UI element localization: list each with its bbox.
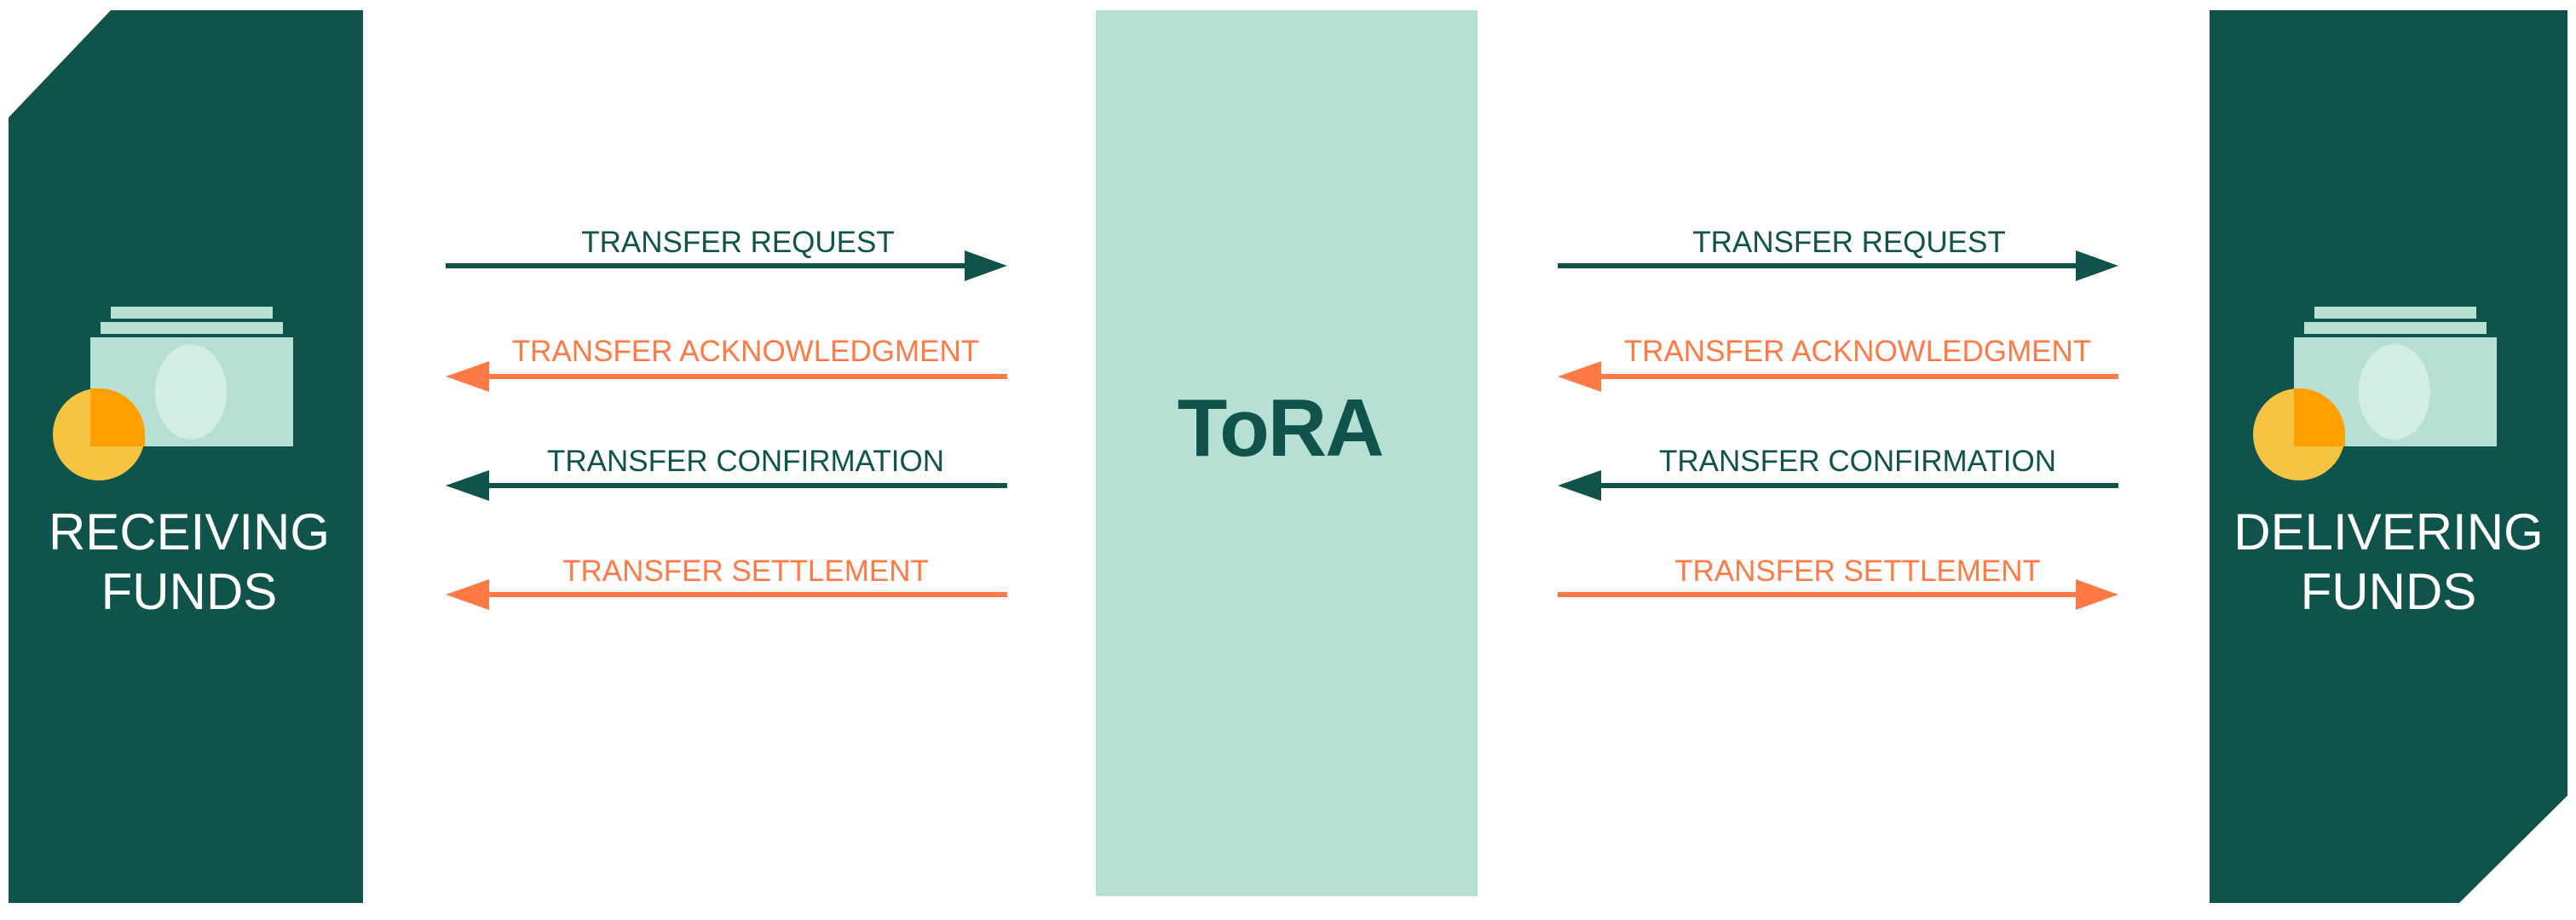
left-flow-label-transfer-acknowledgment: TRANSFER ACKNOWLEDGMENT <box>512 335 979 368</box>
right-arrow-transfer-request: TRANSFER REQUEST <box>1558 226 2118 281</box>
tora-panel-shape <box>1096 10 1478 896</box>
left-arrow-transfer-acknowledgment: TRANSFER ACKNOWLEDGMENT <box>446 335 1007 392</box>
delivering-funds-title: DELIVERING <box>2233 503 2543 561</box>
delivering-funds-panel-shape <box>2210 10 2567 903</box>
left-flow-label-transfer-settlement: TRANSFER SETTLEMENT <box>562 555 929 588</box>
receiving-funds-panel: RECEIVING FUNDS <box>9 10 363 903</box>
right-arrow-transfer-settlement: TRANSFER SETTLEMENT <box>1558 555 2118 610</box>
right-flow-label-transfer-confirmation: TRANSFER CONFIRMATION <box>1659 445 2056 478</box>
right-flow-label-transfer-acknowledgment: TRANSFER ACKNOWLEDGMENT <box>1624 335 2091 368</box>
right-arrow-transfer-confirmation: TRANSFER CONFIRMATION <box>1558 445 2118 501</box>
left-arrow-transfer-settlement: TRANSFER SETTLEMENT <box>446 555 1007 610</box>
right-flow-label-transfer-request: TRANSFER REQUEST <box>1692 226 2006 259</box>
left-flow-label-transfer-confirmation: TRANSFER CONFIRMATION <box>547 445 944 478</box>
tora-title: ToRA <box>1178 382 1383 474</box>
right-flow-arrows: TRANSFER REQUEST TRANSFER ACKNOWLEDGMENT… <box>1558 226 2118 610</box>
left-arrow-transfer-confirmation: TRANSFER CONFIRMATION <box>446 445 1007 501</box>
money-cash-icon <box>53 307 293 480</box>
right-arrow-transfer-acknowledgment: TRANSFER ACKNOWLEDGMENT <box>1558 335 2118 392</box>
delivering-funds-panel: DELIVERING FUNDS <box>2210 10 2567 903</box>
receiving-funds-panel-shape <box>9 10 363 903</box>
receiving-funds-title: RECEIVING <box>49 503 330 561</box>
left-flow-arrows: TRANSFER REQUEST TRANSFER ACKNOWLEDGMENT… <box>446 226 1007 610</box>
tora-panel: ToRA <box>1096 10 1478 896</box>
delivering-funds-title-line2: FUNDS <box>2301 563 2477 620</box>
receiving-funds-title-line2: FUNDS <box>101 563 278 620</box>
left-arrow-transfer-request: TRANSFER REQUEST <box>446 226 1007 281</box>
right-flow-label-transfer-settlement: TRANSFER SETTLEMENT <box>1674 555 2041 588</box>
money-cash-icon <box>2253 307 2497 480</box>
left-flow-label-transfer-request: TRANSFER REQUEST <box>581 226 895 259</box>
